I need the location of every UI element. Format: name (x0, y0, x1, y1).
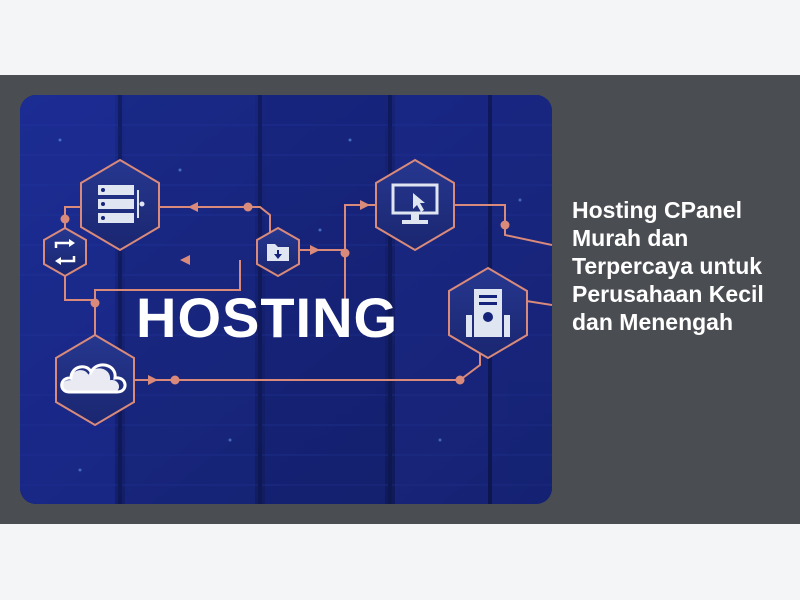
hero-image[interactable]: HOSTING (20, 95, 552, 504)
folder-download-icon (256, 226, 300, 278)
sync-icon (43, 226, 87, 278)
article-card[interactable]: HOSTING Hosting CPanel Murah dan Terperc… (0, 75, 800, 524)
monitor-cursor-icon (375, 158, 455, 252)
cloud-icon (55, 333, 135, 427)
hosting-banner-text: HOSTING (136, 286, 398, 349)
server-rack-icon (80, 158, 160, 252)
network-nodes (60, 202, 510, 385)
server-tower-icon (448, 266, 528, 360)
article-title[interactable]: Hosting CPanel Murah dan Terpercaya untu… (572, 197, 764, 335)
